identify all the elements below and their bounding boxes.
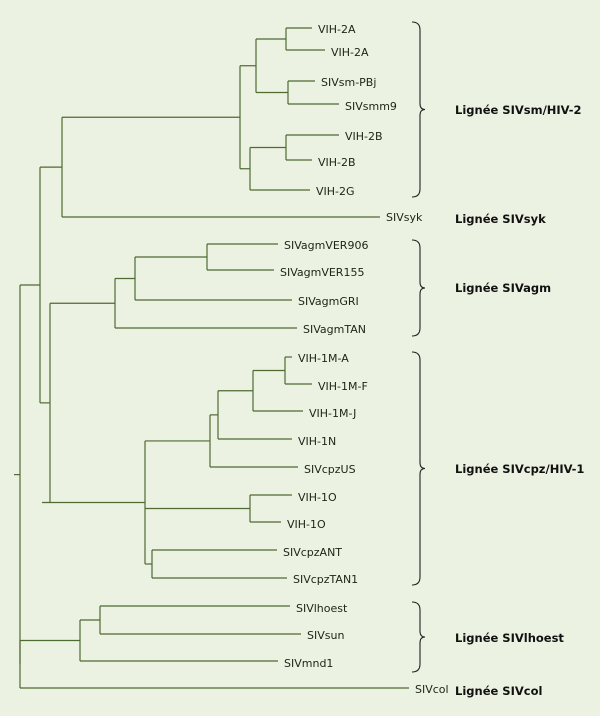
leaf-label: VIH-2A <box>318 23 356 36</box>
leaf-label: SIVagmVER155 <box>280 266 364 279</box>
lineage-label-sivcol: Lignée SIVcol <box>455 684 542 698</box>
lineage-labels: Lignée SIVsm/HIV-2 Lignée SIVsyk Lignée … <box>455 103 584 698</box>
leaf-label: VIH-2A <box>331 46 369 59</box>
leaf-label: SIVsyk <box>386 211 423 224</box>
lineage-label-sivlhoest: Lignée SIVlhoest <box>455 631 564 645</box>
leaf-label: VIH-1O <box>287 518 326 531</box>
leaf-label: SIVsmm9 <box>345 100 397 113</box>
lineage-bracket <box>411 239 426 337</box>
lineage-brackets <box>411 21 426 673</box>
leaf-label: SIVcpzANT <box>283 546 342 559</box>
lineage-label-sivsm-hiv2: Lignée SIVsm/HIV-2 <box>455 103 582 117</box>
lineage-label-sivsyk: Lignée SIVsyk <box>455 212 546 226</box>
leaf-labels: VIH-2A VIH-2A SIVsm-PBj SIVsmm9 VIH-2B V… <box>280 23 449 696</box>
leaf-label: SIVlhoest <box>296 602 348 615</box>
leaf-label: VIH-2G <box>316 185 355 198</box>
leaf-label: SIVagmVER906 <box>284 239 368 252</box>
lineage-label-sivagm: Lignée SIVagm <box>455 281 551 295</box>
leaf-label: VIH-2B <box>345 130 383 143</box>
lineage-bracket <box>411 351 426 586</box>
tree-branches <box>14 27 409 689</box>
leaf-label: SIVsun <box>307 629 344 642</box>
leaf-label: SIVcpzTAN1 <box>293 573 358 586</box>
lineage-bracket <box>411 601 426 673</box>
leaf-label: VIH-1M-J <box>309 407 356 420</box>
leaf-label: SIVagmGRI <box>298 295 359 308</box>
lineage-bracket <box>411 21 426 198</box>
lineage-label-sivcpz-hiv1: Lignée SIVcpz/HIV-1 <box>455 462 584 476</box>
leaf-label: SIVcpzUS <box>304 463 356 476</box>
leaf-label: SIVagmTAN <box>303 323 366 336</box>
leaf-label: VIH-2B <box>318 156 356 169</box>
leaf-label: SIVsm-PBj <box>321 76 376 89</box>
leaf-label: SIVmnd1 <box>284 657 333 670</box>
leaf-label: SIVcol <box>415 683 449 696</box>
leaf-label: VIH-1M-F <box>318 380 368 393</box>
leaf-label: VIH-1N <box>298 435 336 448</box>
leaf-label: VIH-1M-A <box>298 352 349 365</box>
leaf-label: VIH-1O <box>298 491 337 504</box>
